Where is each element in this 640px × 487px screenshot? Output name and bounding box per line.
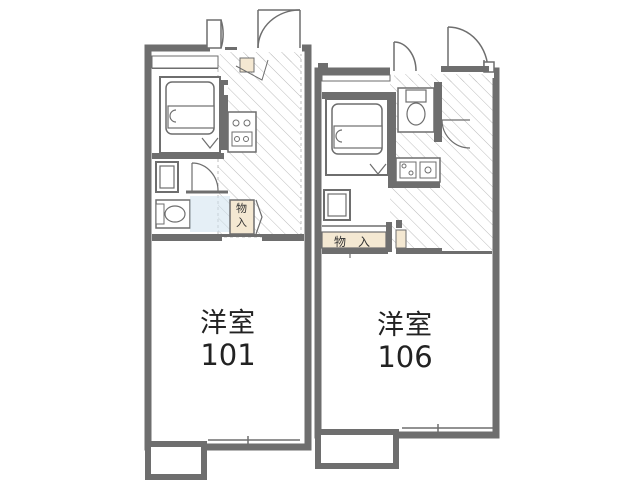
unit-101-room-type: 洋室: [200, 308, 256, 339]
unit-101-closet-label: 物 入: [236, 202, 250, 230]
unit-106-closet-label: 物 入: [334, 235, 371, 249]
unit-106-kitchen-sink: [395, 157, 441, 183]
unit-106-toilet: [397, 87, 435, 133]
unit-101-balcony: [145, 441, 207, 480]
unit-101-room-number: 101: [200, 338, 256, 373]
unit-106-room-label: 洋室 106: [355, 310, 455, 374]
unit-106: [314, 26, 500, 469]
unit-101-kitchen-sink: [227, 111, 257, 153]
unit-101-entrance-door: [206, 9, 301, 49]
unit-101-closet-label-line-1: 物: [236, 202, 247, 215]
unit-101: [144, 9, 312, 480]
unit-106-bathtub: [325, 98, 389, 176]
unit-101-room-label: 洋室 101: [178, 308, 278, 372]
unit-101-closet-label-line-2: 入: [236, 216, 247, 229]
unit-101-bathtub: [159, 76, 221, 154]
unit-101-toilet: [155, 199, 191, 229]
unit-106-room-number: 106: [377, 340, 433, 375]
unit-101-closet: [229, 199, 255, 235]
unit-106-balcony: [315, 429, 399, 469]
unit-106-entrance-door: [393, 26, 495, 73]
unit-106-room-type: 洋室: [377, 310, 433, 341]
